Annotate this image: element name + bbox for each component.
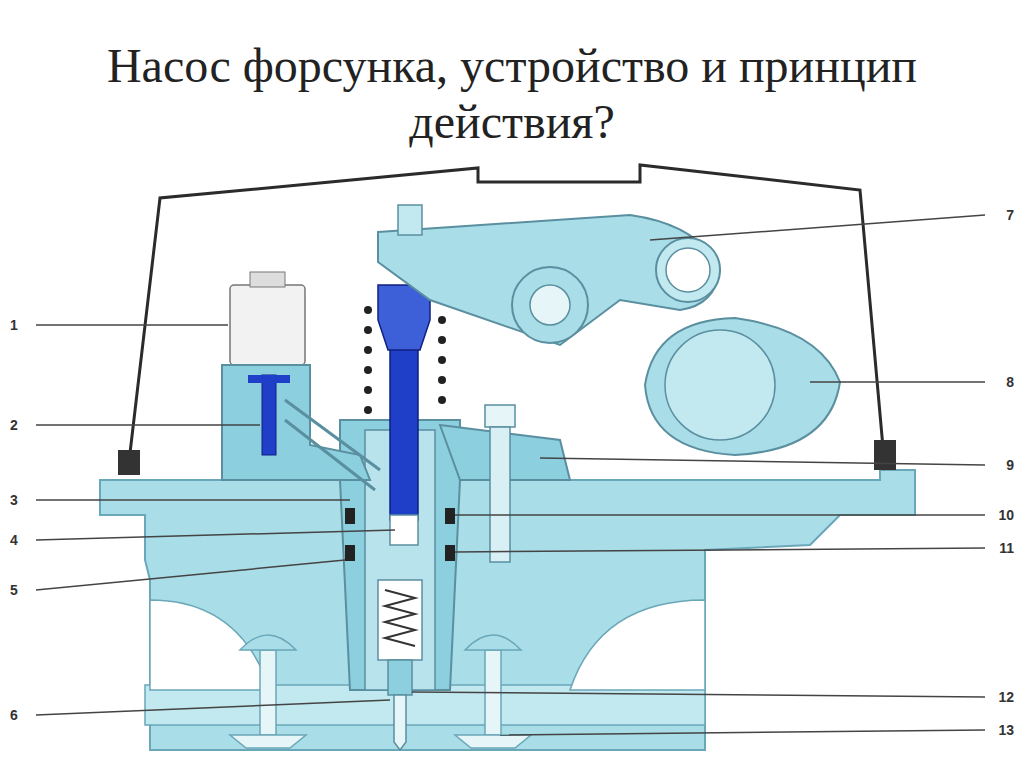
callout-number: 13 [996,722,1016,738]
port [570,600,705,690]
callout-number: 5 [8,582,20,598]
nozzle-holder [388,660,412,695]
callout-number: 6 [8,707,20,723]
roller [656,238,720,302]
adjust-screw [398,205,422,235]
slide-title: Насос форсунка, устройство и принцип дей… [100,38,924,150]
rocker-shaft-core [530,285,570,325]
camshaft [665,330,775,440]
fuel-channel [285,400,380,490]
callout-number: 4 [8,532,20,548]
callout-number: 11 [997,540,1016,556]
callout-number: 9 [1004,457,1016,473]
cam [645,318,840,455]
rocker-shaft [512,267,588,343]
solenoid-body [222,365,370,480]
solenoid-coil [230,285,305,365]
nozzle-spring-chamber [378,580,422,660]
callout-number: 7 [1004,207,1016,223]
rocker-arm [378,215,720,345]
cover-seal [874,440,896,470]
callout-number: 12 [996,689,1016,705]
solenoid-needle [262,375,276,455]
callout-number: 1 [8,317,20,333]
cover-seal [118,450,140,475]
solenoid-armature [248,375,290,383]
roller-core [666,248,710,292]
callout-number: 10 [996,507,1016,523]
o-rings [345,508,455,561]
leader-lines [36,215,985,735]
plunger-spring [364,296,446,414]
solenoid-connector [250,272,285,287]
callout-number: 8 [1004,374,1016,390]
nozzle-spring [385,590,415,646]
bolt [490,427,510,562]
bolt-head [485,405,515,427]
valve-guide [465,635,521,650]
valve-guide [240,635,296,650]
nozzle [394,695,406,750]
callout-number: 3 [8,492,20,508]
callout-number: 2 [8,417,20,433]
